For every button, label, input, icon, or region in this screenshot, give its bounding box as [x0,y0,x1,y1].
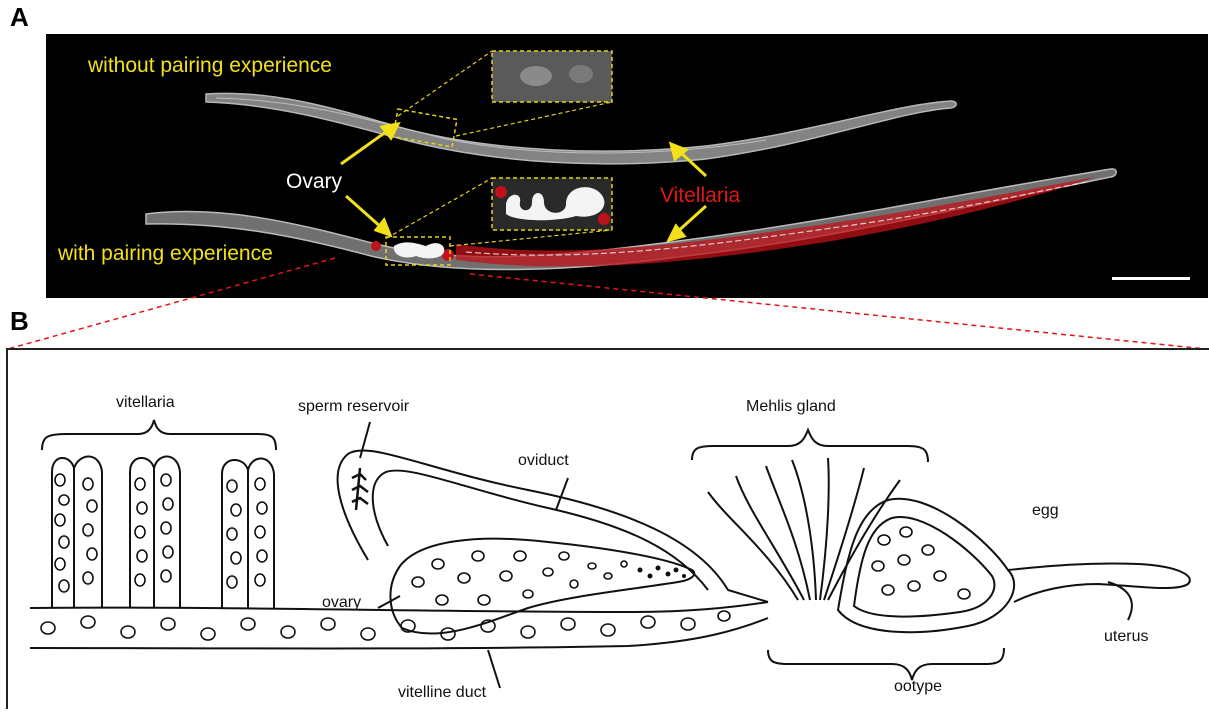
ootype-brace [768,648,1004,680]
vitelline-duct [30,602,768,612]
label-uterus: uterus [1104,628,1148,646]
label-vitelline-duct: vitelline duct [398,684,486,702]
oviduct-loop [338,450,768,602]
mehlis-brace [692,430,928,462]
uterus [1008,563,1190,602]
vitelline-duct-pointer [488,650,500,688]
label-ootype: ootype [894,678,942,696]
oviduct-pointer [556,478,568,510]
ovary-shape [390,539,694,634]
sperm-reservoir-contents [352,468,368,510]
ovary-pointer [378,596,400,608]
sperm-reservoir-pointer [360,422,370,458]
reproductive-system-drawing [8,350,1209,709]
label-oviduct: oviduct [518,452,569,470]
label-ovary: ovary [322,594,361,612]
vitellaria-brace [42,420,276,450]
label-egg: egg [1032,502,1059,520]
label-sperm-reservoir: sperm reservoir [298,398,409,416]
ovary-dense-cells [638,566,687,579]
panel-b-schematic: vitellaria sperm reservoir oviduct Mehli… [6,348,1209,709]
label-vitellaria-b: vitellaria [116,394,175,412]
label-mehlis-gland: Mehlis gland [746,398,836,416]
